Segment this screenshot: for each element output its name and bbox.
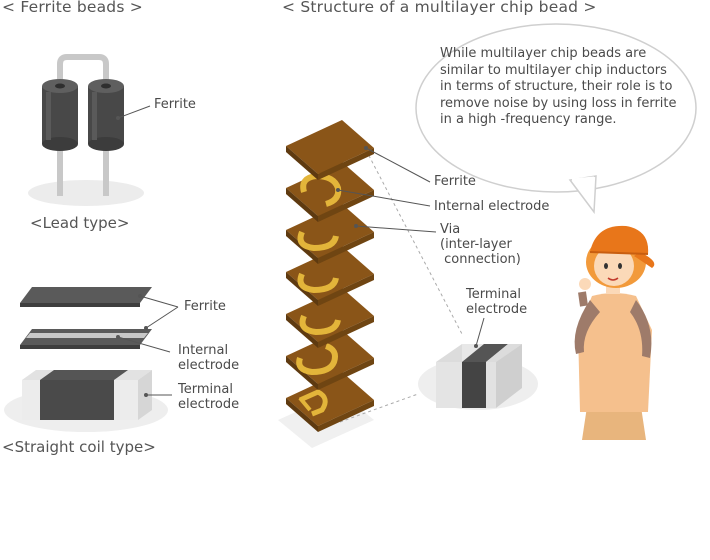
label-multilayer-internal-electrode: Internal electrode (434, 199, 550, 214)
multilayer-chip (418, 317, 538, 410)
label-straight-ferrite: Ferrite (184, 299, 226, 314)
multilayer-stack (278, 120, 463, 448)
speech-bubble-shape (415, 23, 697, 215)
title-ferrite-beads: < Ferrite beads > (2, 0, 143, 16)
label-lead-ferrite: Ferrite (154, 97, 196, 112)
label-straight-internal-electrode: Internal electrode (178, 343, 240, 373)
speech-bubble-text: While multilayer chip beads are similar … (440, 46, 677, 127)
caption-lead-type: <Lead type> (30, 214, 130, 232)
label-multilayer-terminal-electrode: Terminal electrode (466, 287, 528, 317)
character-illustration (574, 225, 655, 440)
lead-type-bead (28, 54, 151, 206)
title-multilayer-structure: < Structure of a multilayer chip bead > (282, 0, 597, 16)
caption-straight-coil-type: <Straight coil type> (2, 438, 156, 456)
label-multilayer-ferrite: Ferrite (434, 174, 476, 189)
label-straight-terminal-electrode: Terminal electrode (178, 382, 240, 412)
label-multilayer-via: Via (inter-layer connection) (440, 222, 521, 267)
straight-coil-bead (4, 287, 179, 432)
